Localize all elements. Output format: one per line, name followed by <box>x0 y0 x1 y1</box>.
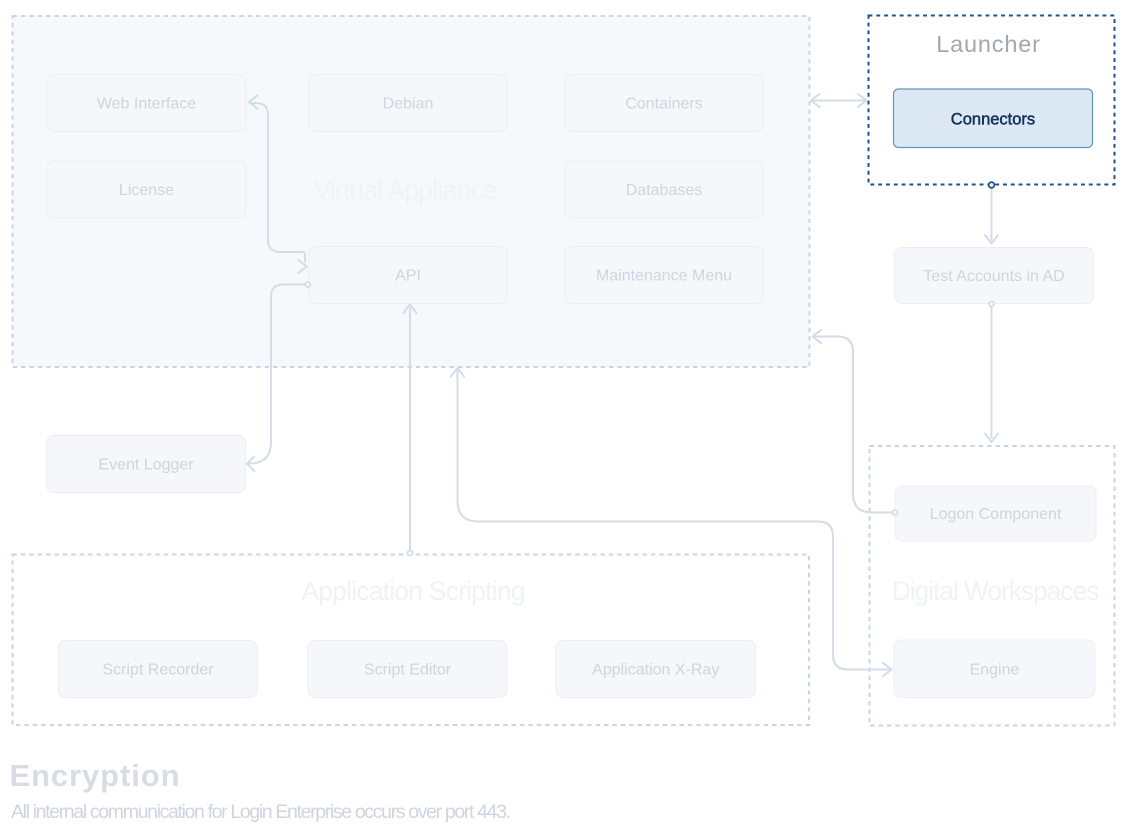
svg-text:Connectors: Connectors <box>951 111 1035 129</box>
svg-text:Event Logger: Event Logger <box>98 457 194 474</box>
svg-text:Application Scripting: Application Scripting <box>301 576 524 606</box>
svg-text:Encryption: Encryption <box>10 758 181 793</box>
svg-text:Containers: Containers <box>625 96 702 113</box>
svg-text:Maintenance Menu: Maintenance Menu <box>596 268 732 285</box>
svg-text:Web Interface: Web Interface <box>97 96 196 113</box>
svg-text:Engine: Engine <box>970 661 1020 678</box>
svg-text:Script Editor: Script Editor <box>364 662 452 679</box>
svg-text:Launcher: Launcher <box>936 31 1040 57</box>
svg-text:Virtual Appliance: Virtual Appliance <box>313 175 496 205</box>
svg-text:Databases: Databases <box>626 182 703 199</box>
svg-text:Script Recorder: Script Recorder <box>102 662 214 679</box>
svg-text:Digital Workspaces: Digital Workspaces <box>892 576 1099 606</box>
svg-text:License: License <box>119 182 174 199</box>
svg-text:All internal communication for: All internal communication for Login Ent… <box>11 801 510 823</box>
svg-text:Application X-Ray: Application X-Ray <box>592 662 719 679</box>
svg-text:API: API <box>395 268 421 285</box>
svg-text:Logon Component: Logon Component <box>930 506 1062 523</box>
svg-text:Test Accounts in AD: Test Accounts in AD <box>923 268 1064 285</box>
svg-text:Debian: Debian <box>383 96 434 113</box>
